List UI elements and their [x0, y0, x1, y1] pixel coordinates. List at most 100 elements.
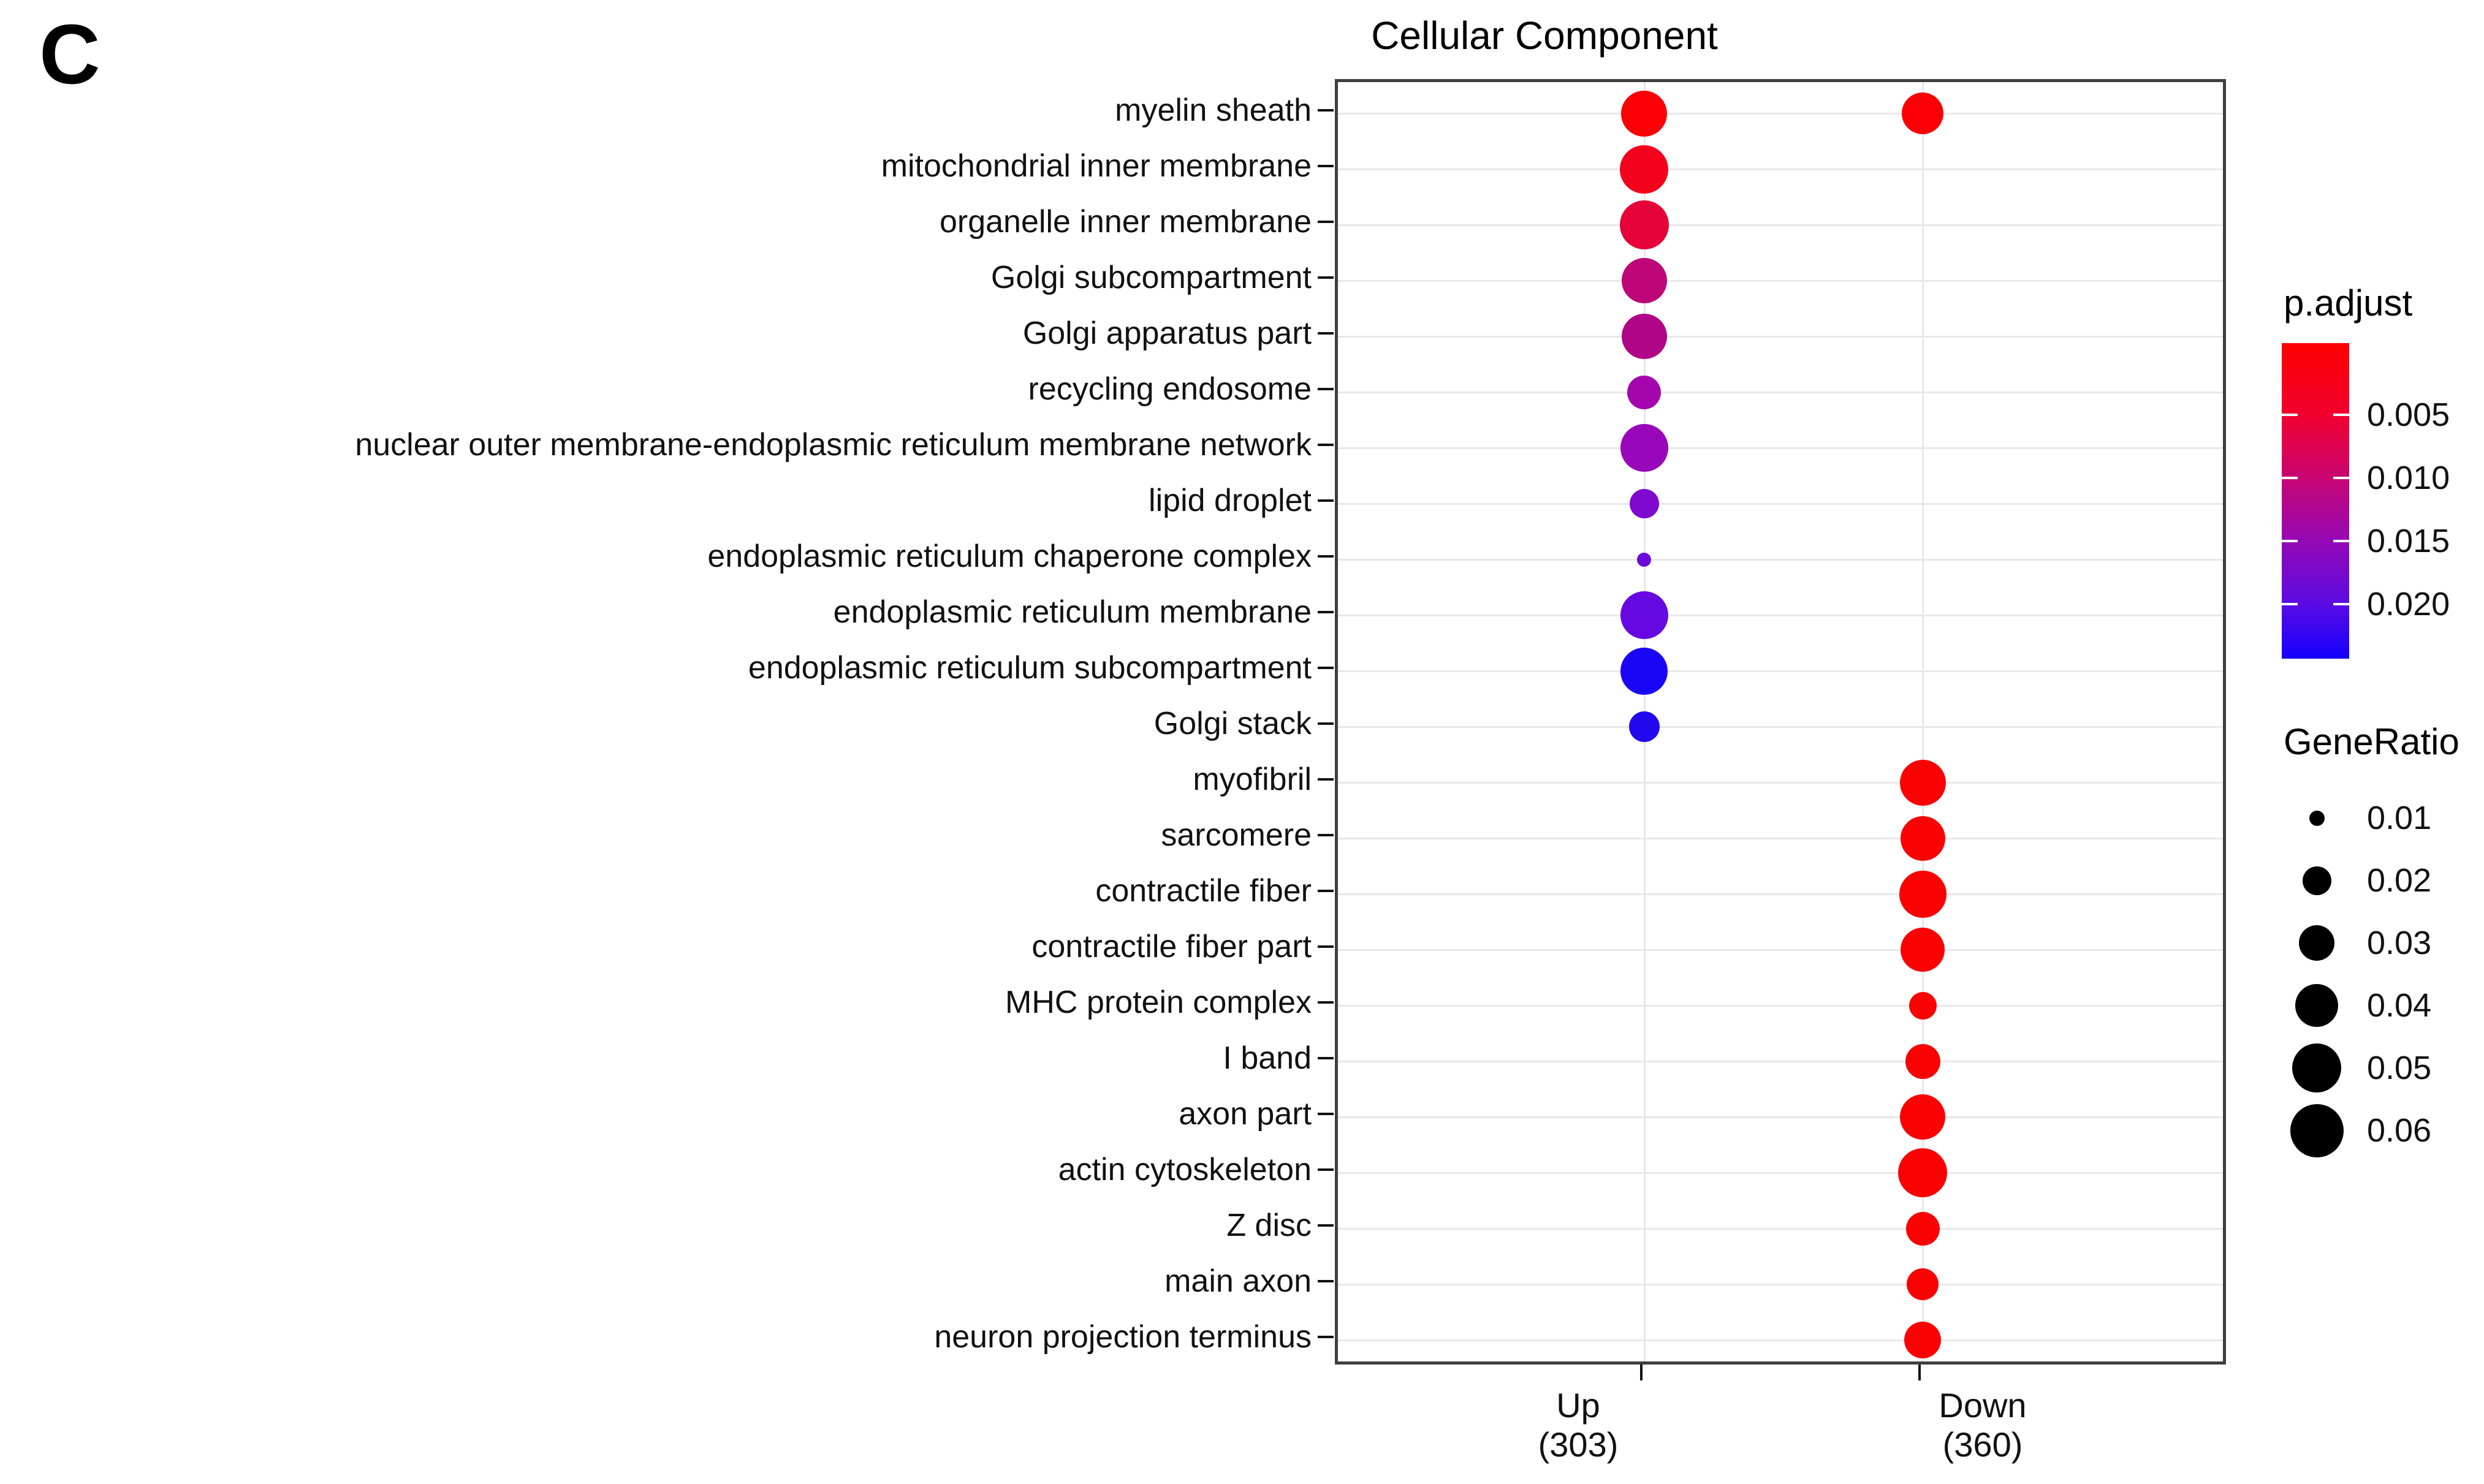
- y-axis-tick: [1318, 555, 1334, 558]
- y-axis-tick: [1318, 611, 1334, 613]
- y-axis-label: lipid droplet: [1149, 483, 1312, 518]
- data-point-dot: [1900, 1094, 1946, 1140]
- data-point-dot: [1899, 759, 1946, 806]
- h-gridline: [1338, 1061, 2223, 1062]
- y-axis-tick: [1318, 1057, 1334, 1059]
- y-axis-label: main axon: [1164, 1263, 1312, 1299]
- data-point-dot: [1621, 258, 1667, 303]
- y-axis-label: neuron projection terminus: [934, 1319, 1312, 1355]
- y-axis-tick: [1318, 834, 1334, 836]
- legend-generatio-title: GeneRatio: [2284, 721, 2459, 762]
- data-point-dot: [1627, 375, 1662, 409]
- plot-panel-gridarea: [1338, 82, 2223, 1361]
- data-point-dot: [1905, 1043, 1940, 1079]
- data-point-dot: [1905, 1211, 1940, 1246]
- colorbar-tick-label: 0.010: [2367, 459, 2450, 496]
- h-gridline: [1338, 1228, 2223, 1230]
- data-point-dot: [1898, 1148, 1948, 1197]
- generatio-legend-label: 0.04: [2367, 987, 2432, 1024]
- y-axis-label: nuclear outer membrane-endoplasmic retic…: [355, 427, 1312, 463]
- generatio-legend-label: 0.06: [2367, 1112, 2432, 1149]
- y-axis-tick: [1318, 722, 1334, 725]
- y-axis-tick: [1318, 388, 1334, 390]
- h-gridline: [1338, 168, 2223, 170]
- colorbar-tick: [2333, 413, 2349, 416]
- data-point-dot: [1621, 90, 1668, 137]
- chart-title: Cellular Component: [1371, 13, 1718, 58]
- h-gridline: [1338, 726, 2223, 728]
- data-point-dot: [1902, 93, 1944, 134]
- y-axis-label: MHC protein complex: [1005, 985, 1312, 1020]
- h-gridline: [1338, 782, 2223, 784]
- h-gridline: [1338, 1339, 2223, 1341]
- y-axis-label: organelle inner membrane: [939, 204, 1312, 240]
- data-point-dot: [1620, 145, 1669, 194]
- h-gridline: [1338, 1005, 2223, 1007]
- y-axis-tick: [1318, 1280, 1334, 1282]
- y-axis-tick: [1318, 1113, 1334, 1115]
- generatio-legend-dot: [2292, 1043, 2341, 1092]
- data-point-dot: [1900, 816, 1945, 861]
- h-gridline: [1338, 503, 2223, 505]
- h-gridline: [1338, 224, 2223, 226]
- colorbar-tick-label: 0.020: [2367, 585, 2450, 623]
- colorbar-tick: [2333, 476, 2349, 479]
- data-point-dot: [1628, 711, 1660, 742]
- legend-padjust-title: p.adjust: [2284, 282, 2413, 324]
- y-axis-label: myelin sheath: [1115, 93, 1312, 128]
- data-point-dot: [1620, 591, 1668, 639]
- generatio-legend-dot: [2290, 1104, 2344, 1157]
- y-axis-label: contractile fiber part: [1031, 929, 1312, 964]
- x-tick-label-up-name: Up: [1556, 1386, 1600, 1425]
- y-axis-tick: [1318, 1336, 1334, 1338]
- y-axis-label: actin cytoskeleton: [1058, 1152, 1312, 1187]
- x-tick-label-down-name: Down: [1939, 1386, 2027, 1425]
- data-point-dot: [1901, 928, 1945, 972]
- y-axis-label: axon part: [1179, 1096, 1312, 1132]
- y-axis-tick: [1318, 1168, 1334, 1171]
- data-point-dot: [1899, 870, 1947, 918]
- y-axis-tick: [1318, 1001, 1334, 1004]
- h-gridline: [1338, 838, 2223, 839]
- data-point-dot: [1909, 991, 1937, 1020]
- y-axis-label: myofibril: [1193, 762, 1312, 797]
- data-point-dot: [1629, 489, 1659, 518]
- h-gridline: [1338, 113, 2223, 115]
- y-axis-label: mitochondrial inner membrane: [881, 148, 1312, 184]
- x-tick-label-up-count: (303): [1538, 1425, 1619, 1464]
- y-axis-tick: [1318, 444, 1334, 446]
- h-gridline: [1338, 1284, 2223, 1285]
- x-tick-label-down-count: (360): [1942, 1425, 2023, 1464]
- x-tick-label-up: Up (303): [1443, 1386, 1713, 1464]
- x-axis-tick: [1918, 1365, 1921, 1380]
- plot-panel: [1335, 79, 2226, 1365]
- h-gridline: [1338, 615, 2223, 616]
- data-point-dot: [1621, 314, 1667, 359]
- h-gridline: [1338, 1116, 2223, 1118]
- h-gridline: [1338, 949, 2223, 951]
- h-gridline: [1338, 392, 2223, 393]
- h-gridline: [1338, 1172, 2223, 1174]
- y-axis-tick: [1318, 221, 1334, 223]
- y-axis-tick: [1318, 109, 1334, 112]
- y-axis-label: endoplasmic reticulum subcompartment: [748, 650, 1312, 686]
- h-gridline: [1338, 280, 2223, 282]
- y-axis-tick: [1318, 890, 1334, 892]
- generatio-legend-label: 0.01: [2367, 800, 2432, 836]
- colorbar-tick-label: 0.015: [2367, 522, 2450, 559]
- y-axis-label: endoplasmic reticulum membrane: [833, 594, 1312, 630]
- y-axis-label: Golgi apparatus part: [1022, 316, 1312, 351]
- y-axis-tick: [1318, 778, 1334, 781]
- padjust-colorbar: [2282, 343, 2349, 659]
- y-axis-tick: [1318, 276, 1334, 279]
- colorbar-tick: [2333, 602, 2349, 605]
- h-gridline: [1338, 670, 2223, 672]
- y-axis-label: contractile fiber: [1095, 873, 1312, 909]
- colorbar-tick: [2282, 413, 2298, 416]
- x-tick-label-down: Down (360): [1848, 1386, 2117, 1464]
- colorbar-tick-label: 0.005: [2367, 396, 2450, 433]
- generatio-legend-dot: [2299, 925, 2334, 961]
- y-axis-tick: [1318, 332, 1334, 335]
- colorbar-tick: [2282, 476, 2298, 479]
